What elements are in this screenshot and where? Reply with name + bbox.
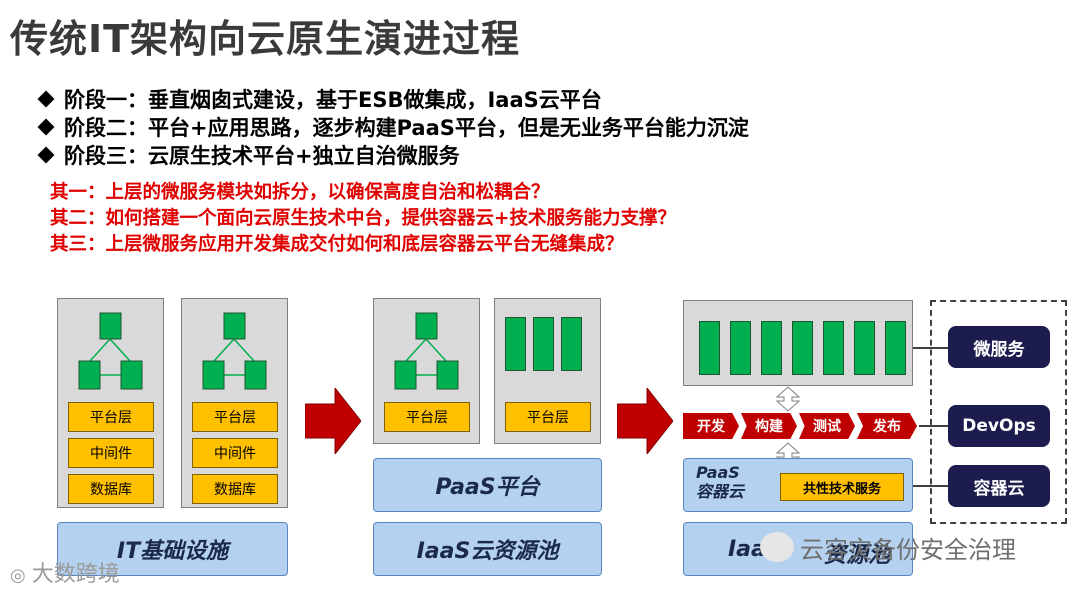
database-layer: 数据库 (68, 474, 154, 504)
microservice-panel (683, 300, 913, 386)
platform-layer: 平台层 (505, 402, 591, 432)
pipeline-stage-build: 构建 (741, 413, 797, 439)
watermark-logo-icon: ◎ (10, 565, 26, 586)
tree-icon (394, 312, 459, 390)
question-item: 其三：上层微服务应用开发集成交付如何和底层容器云平台无缝集成？ (50, 234, 624, 255)
platform-layer: 平台层 (68, 402, 154, 432)
stage-item: 阶段二：平台+应用思路，逐步构建PaaS平台，但是无业务平台能力沉淀 (37, 114, 749, 142)
service-block (792, 321, 813, 375)
question-item: 其二：如何搭建一个面向云原生技术中台，提供容器云+技术服务能力支撑？ (50, 208, 677, 229)
tree-icon (78, 312, 143, 390)
service-block (533, 317, 554, 371)
service-block (885, 321, 906, 375)
diamond-bullet-icon (37, 146, 55, 164)
question-list: 其一：上层的微服务模块如拆分，以确保高度自治和松耦合？ 其二：如何搭建一个面向云… (50, 180, 676, 258)
microservice-label: 微服务 (948, 326, 1050, 368)
right-arrow-icon (305, 388, 361, 454)
stage-list: 阶段一：垂直烟囱式建设，基于ESB做集成，IaaS云平台 阶段二：平台+应用思路… (37, 86, 749, 170)
database-layer: 数据库 (192, 474, 278, 504)
diamond-bullet-icon (37, 118, 55, 136)
up-down-arrow-icon (775, 386, 801, 412)
service-block (699, 321, 720, 375)
stage-item: 阶段一：垂直烟囱式建设，基于ESB做集成，IaaS云平台 (37, 86, 749, 114)
app-panel: 平台层 (373, 298, 480, 444)
stage-item: 阶段三：云原生技术平台+独立自治微服务 (37, 142, 749, 170)
right-arrow-icon (617, 388, 673, 454)
platform-layer: 平台层 (192, 402, 278, 432)
question-item: 其一：上层的微服务模块如拆分，以确保高度自治和松耦合？ (50, 182, 550, 203)
container-cloud-label: PaaS 容器云 (696, 463, 745, 501)
service-block (505, 317, 526, 371)
wechat-icon (760, 532, 794, 562)
capability-group (930, 300, 1067, 524)
service-block (730, 321, 751, 375)
middleware-layer: 中间件 (192, 438, 278, 468)
pipeline-stage-release: 发布 (857, 413, 917, 439)
service-block (761, 321, 782, 375)
page-title: 传统IT架构向云原生演进过程 (10, 17, 521, 61)
pipeline-stage-test: 测试 (799, 413, 855, 439)
middleware-layer: 中间件 (68, 438, 154, 468)
watermark-left: ◎大数跨境 (10, 562, 120, 587)
iaas-pool-box: Iaa 资源池 (683, 522, 913, 576)
service-block (854, 321, 875, 375)
devops-label: DevOps (948, 405, 1050, 447)
connector-lines (913, 347, 951, 487)
iaas-pool-box: IaaS云资源池 (373, 522, 602, 576)
common-service-box: 共性技术服务 (780, 473, 904, 501)
pipeline-stage-dev: 开发 (683, 413, 739, 439)
platform-layer: 平台层 (384, 402, 470, 432)
silo-panel-1: 平台层 中间件 数据库 (57, 298, 164, 508)
container-cloud-box: PaaS 容器云 共性技术服务 (683, 458, 913, 512)
tree-icon (202, 312, 267, 390)
it-infrastructure-box: IT基础设施 (57, 522, 288, 576)
silo-panel-2: 平台层 中间件 数据库 (181, 298, 288, 508)
service-block (823, 321, 844, 375)
container-cloud-side-label: 容器云 (948, 465, 1050, 507)
watermark-right: 云容灾备份安全治理 (760, 530, 1016, 565)
diamond-bullet-icon (37, 90, 55, 108)
service-block (561, 317, 582, 371)
paas-platform-box: PaaS平台 (373, 458, 602, 512)
app-panel: 平台层 (494, 298, 601, 444)
